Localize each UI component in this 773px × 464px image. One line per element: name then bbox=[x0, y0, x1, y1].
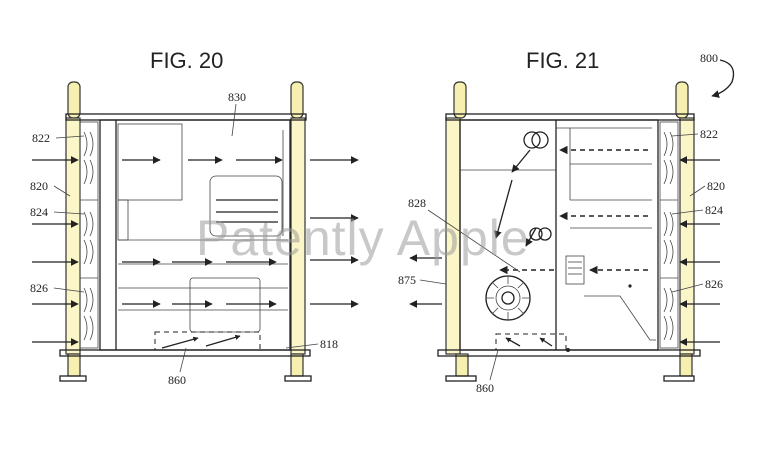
fig-20-fans bbox=[80, 131, 98, 341]
fig-20-left-rail bbox=[65, 117, 81, 355]
ref-818: 818 bbox=[320, 337, 338, 351]
ref-800-arrow bbox=[711, 59, 735, 98]
fig-20-frame bbox=[59, 81, 312, 382]
fig-21-airflow-arrows bbox=[409, 145, 720, 347]
ref-822-right: 822 bbox=[700, 127, 718, 141]
fig-21-frame bbox=[437, 81, 701, 382]
ref-828: 828 bbox=[408, 196, 426, 210]
ref-860-left: 860 bbox=[168, 373, 186, 387]
fig-20-airflow-arrows bbox=[32, 156, 359, 349]
ref-822-left: 822 bbox=[32, 131, 50, 145]
fig-21-right-rail bbox=[679, 117, 695, 355]
ref-826-right: 826 bbox=[705, 277, 723, 291]
fig-21-reference-labels: 822 820 824 826 828 875 860 bbox=[398, 127, 725, 395]
ref-826-left: 826 bbox=[30, 281, 48, 295]
watermark: Patently Apple bbox=[196, 210, 530, 266]
ref-820-right: 820 bbox=[707, 179, 725, 193]
ref-860-right: 860 bbox=[476, 381, 494, 395]
fig-21: FIG. 21 800 bbox=[398, 48, 735, 395]
ref-830: 830 bbox=[228, 90, 246, 104]
ref-820-left: 820 bbox=[30, 179, 48, 193]
fig-21-fans bbox=[660, 131, 678, 341]
ref-824-left: 824 bbox=[30, 205, 48, 219]
ref-800: 800 bbox=[700, 51, 718, 65]
fig-20-reference-labels: 822 820 824 826 830 818 860 bbox=[30, 90, 338, 387]
fig-20-title: FIG. 20 bbox=[150, 48, 223, 73]
ref-824-right: 824 bbox=[705, 203, 723, 217]
fig-21-title: FIG. 21 bbox=[526, 48, 599, 73]
fig-20: FIG. 20 bbox=[30, 48, 359, 387]
blower-fan bbox=[485, 275, 531, 321]
ref-875: 875 bbox=[398, 273, 416, 287]
